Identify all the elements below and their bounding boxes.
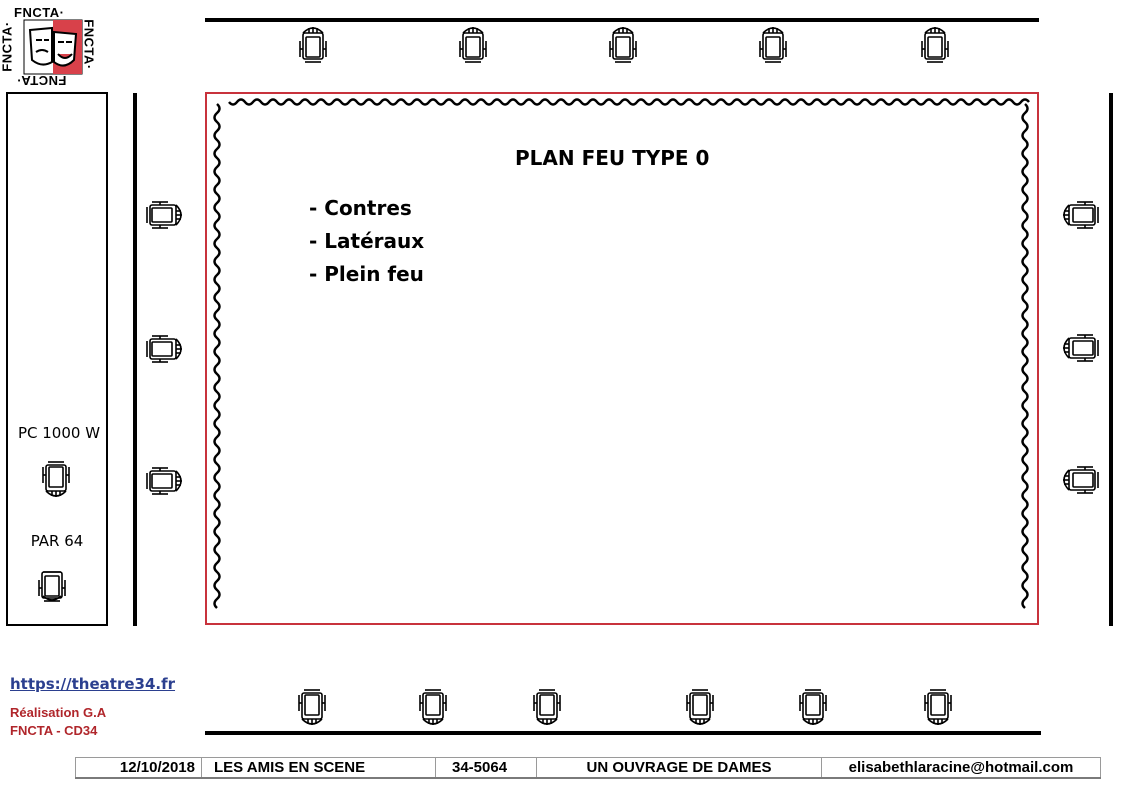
- logo-text-right: FNCTA·: [81, 19, 97, 70]
- stage-curtain: [213, 98, 1030, 609]
- upstage-spotlight-icon-1: [299, 27, 327, 63]
- stage-item-contres: - Contres: [309, 196, 412, 220]
- upstage-spotlight-icon-3: [609, 27, 637, 63]
- downstage-truss-bar: [205, 731, 1041, 735]
- legend-pc-1000w-icon: [42, 461, 70, 497]
- upstage-truss-bar: [205, 18, 1039, 22]
- downstage-spotlight-icon-6: [924, 689, 952, 725]
- upstage-spotlight-icon-4: [759, 27, 787, 63]
- credit-author: Réalisation G.A: [10, 705, 107, 720]
- fncta-logo: FNCTA· FNCTA· FNCTA· FNCTA·: [0, 4, 100, 90]
- downstage-spotlight-icon-3: [533, 689, 561, 725]
- logo-text-bottom: FNCTA·: [16, 73, 67, 88]
- legend-par-label: PAR 64: [30, 532, 84, 550]
- right-spotlight-icon-2: [1063, 334, 1099, 362]
- left-spotlight-icon-2: [146, 335, 182, 363]
- info-troupe: LES AMIS EN SCENE: [201, 757, 436, 779]
- left-spotlight-icon-3: [146, 467, 182, 495]
- right-truss-bar: [1109, 93, 1113, 626]
- website-link[interactable]: https://theatre34.fr: [10, 675, 176, 693]
- left-truss-bar: [133, 93, 137, 626]
- logo-text-top: FNCTA·: [14, 5, 65, 20]
- logo-text-left: FNCTA·: [0, 21, 15, 72]
- stage-item-plein-feu: - Plein feu: [309, 262, 424, 286]
- info-code: 34-5064: [435, 757, 537, 779]
- plan-title: PLAN FEU TYPE 0: [515, 146, 710, 170]
- downstage-spotlight-icon-1: [298, 689, 326, 725]
- legend-par64-icon: [38, 571, 66, 602]
- info-date: 12/10/2018: [75, 757, 202, 779]
- right-spotlight-icon-3: [1063, 466, 1099, 494]
- upstage-spotlight-icon-5: [921, 27, 949, 63]
- theatre-masks-icon: [23, 19, 83, 75]
- downstage-spotlight-icon-2: [419, 689, 447, 725]
- credit-org: FNCTA - CD34: [10, 723, 98, 738]
- info-row: 12/10/2018 LES AMIS EN SCENE 34-5064 UN …: [75, 757, 1101, 779]
- left-spotlight-icon-1: [146, 201, 182, 229]
- right-spotlight-icon-1: [1063, 201, 1099, 229]
- stage-item-lateraux: - Latéraux: [309, 229, 425, 253]
- upstage-spotlight-icon-2: [459, 27, 487, 63]
- info-table: 12/10/2018 LES AMIS EN SCENE 34-5064 UN …: [75, 757, 1101, 779]
- stage-area: [205, 92, 1039, 625]
- info-email[interactable]: elisabethlaracine@hotmail.com: [821, 757, 1101, 779]
- info-play: UN OUVRAGE DE DAMES: [536, 757, 822, 779]
- legend-pc-label: PC 1000 W: [17, 424, 101, 442]
- downstage-spotlight-icon-5: [799, 689, 827, 725]
- legend-panel: [6, 92, 108, 626]
- downstage-spotlight-icon-4: [686, 689, 714, 725]
